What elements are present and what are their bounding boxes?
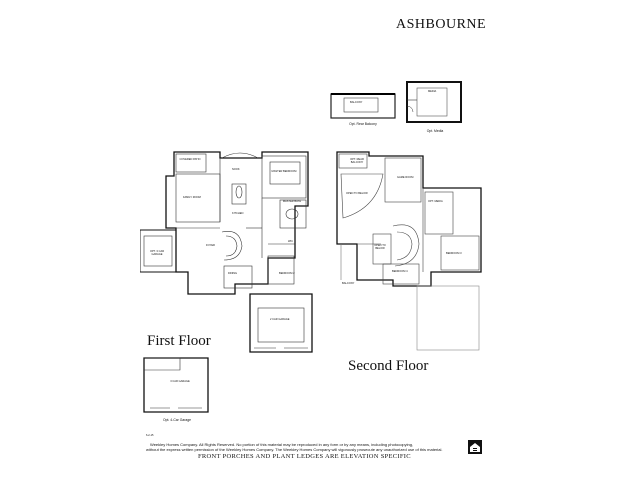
sf-bedroom-4: BEDROOM 4	[392, 270, 408, 273]
ff-nook: NOOK	[232, 168, 240, 171]
sf-open-to-below-2: OPEN TO BELOW	[374, 244, 386, 250]
ff-foyer: FOYER	[206, 244, 215, 247]
opt-media-room-label: MEDIA	[428, 90, 437, 93]
legal-line-1: Weekley Homes Company. All Rights Reserv…	[150, 442, 414, 447]
ff-family-room: FAMILY ROOM	[183, 196, 201, 199]
sf-opt-media: OPT. MEDIA	[428, 200, 443, 203]
plan-code: 6-2-15	[146, 434, 154, 437]
sf-opt-rear-balcony: OPT. REAR BALCONY	[350, 158, 364, 164]
ff-kitchen: KITCHEN	[232, 212, 244, 215]
equal-housing-logo	[468, 440, 482, 454]
sf-balcony: BALCONY	[342, 282, 355, 285]
first-floor-plan	[140, 151, 313, 353]
elevation-note: FRONT PORCHES AND PLANT LEDGES ARE ELEVA…	[198, 453, 411, 460]
second-floor-label: Second Floor	[348, 358, 429, 374]
opt-balcony-room-label: BALCONY	[350, 101, 363, 104]
opt-garage-caption: Opt. 4-Car Garage	[162, 418, 192, 422]
second-floor-plan	[336, 151, 482, 351]
ff-bedroom-2: BEDROOM 2	[279, 272, 295, 275]
opt-rear-balcony-plan	[330, 93, 396, 119]
ff-opt-garage: OPT. 3 CAR GARAGE	[149, 250, 165, 256]
ff-wic: WIC	[288, 240, 294, 243]
legal-line-2: without the express written permission o…	[146, 447, 443, 452]
plan-title: ASHBOURNE	[396, 17, 487, 32]
opt-garage-room-label: 3 CAR GARAGE	[170, 380, 190, 383]
opt-4-car-garage-plan	[143, 357, 209, 413]
ff-master-bedroom: MASTER BEDROOM	[271, 170, 297, 173]
opt-media-caption: Opt. Media	[426, 129, 444, 133]
sf-bedroom-3: BEDROOM 3	[446, 252, 462, 255]
ff-2-car-garage: 2 CAR GARAGE	[270, 318, 290, 321]
sf-open-to-below: OPEN TO BELOW	[346, 192, 368, 195]
opt-media-plan	[406, 81, 462, 123]
first-floor-label: First Floor	[147, 333, 211, 349]
opt-balcony-caption: Opt. Rear Balcony	[349, 122, 377, 126]
sf-game-room: GAME ROOM	[397, 176, 414, 179]
ff-master-bath: MASTER BATH	[282, 200, 302, 203]
ff-dining: DINING	[228, 272, 238, 275]
ff-covered-patio: COVERED PATIO	[179, 158, 201, 161]
